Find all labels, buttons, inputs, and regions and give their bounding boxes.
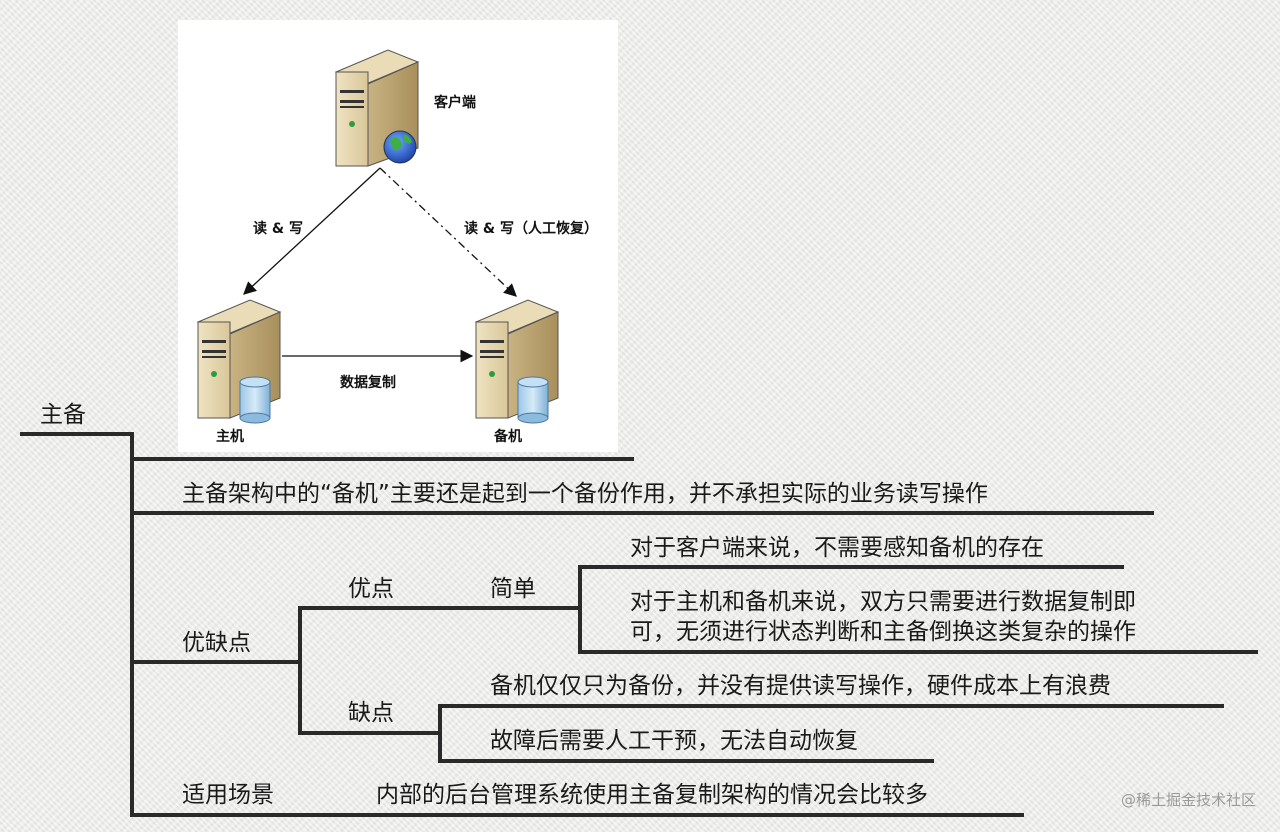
pros-node: 优点 bbox=[348, 576, 394, 602]
edge-client-backup-label: 读 & 写（人工恢复） bbox=[464, 221, 598, 237]
scenario-node: 适用场景 bbox=[182, 782, 274, 808]
pros-item-2-line-2: 可，无须进行状态判断和主备倒换这类复杂的操作 bbox=[630, 619, 1136, 645]
watermark: @稀土掘金技术社区 bbox=[1120, 791, 1256, 809]
edge-client-to-backup bbox=[379, 167, 517, 297]
edge-client-primary-label: 读 & 写 bbox=[253, 221, 303, 237]
pros-item-1: 对于客户端来说，不需要感知备机的存在 bbox=[630, 535, 1044, 561]
primary-server-icon bbox=[196, 299, 282, 424]
architecture-diagram: 客户端 读 & 写 读 & 写（人工恢复） 数据复制 主机 备机 bbox=[178, 20, 618, 452]
edge-replication-label: 数据复制 bbox=[340, 375, 396, 391]
client-label: 客户端 bbox=[434, 95, 476, 111]
backup-server-icon bbox=[474, 299, 560, 424]
edge-client-to-primary bbox=[243, 167, 381, 295]
root-node: 主备 bbox=[40, 402, 86, 428]
cons-item-1: 备机仅仅只为备份，并没有提供读写操作，硬件成本上有浪费 bbox=[490, 673, 1111, 699]
scenario-text: 内部的后台管理系统使用主备复制架构的情况会比较多 bbox=[376, 782, 928, 808]
client-server-icon bbox=[334, 49, 420, 167]
diagram-graphics bbox=[196, 49, 560, 424]
simple-node: 简单 bbox=[490, 576, 536, 602]
backup-label: 备机 bbox=[494, 429, 522, 445]
description-node: 主备架构中的“备机”主要还是起到一个备份作用，并不承担实际的业务读写操作 bbox=[182, 481, 988, 507]
cons-node: 缺点 bbox=[348, 700, 394, 726]
primary-label: 主机 bbox=[216, 429, 244, 445]
pros-cons-node: 优缺点 bbox=[182, 630, 251, 656]
pros-item-2-line-1: 对于主机和备机来说，双方只需要进行数据复制即 bbox=[630, 589, 1136, 615]
cons-item-2: 故障后需要人工干预，无法自动恢复 bbox=[490, 728, 858, 754]
